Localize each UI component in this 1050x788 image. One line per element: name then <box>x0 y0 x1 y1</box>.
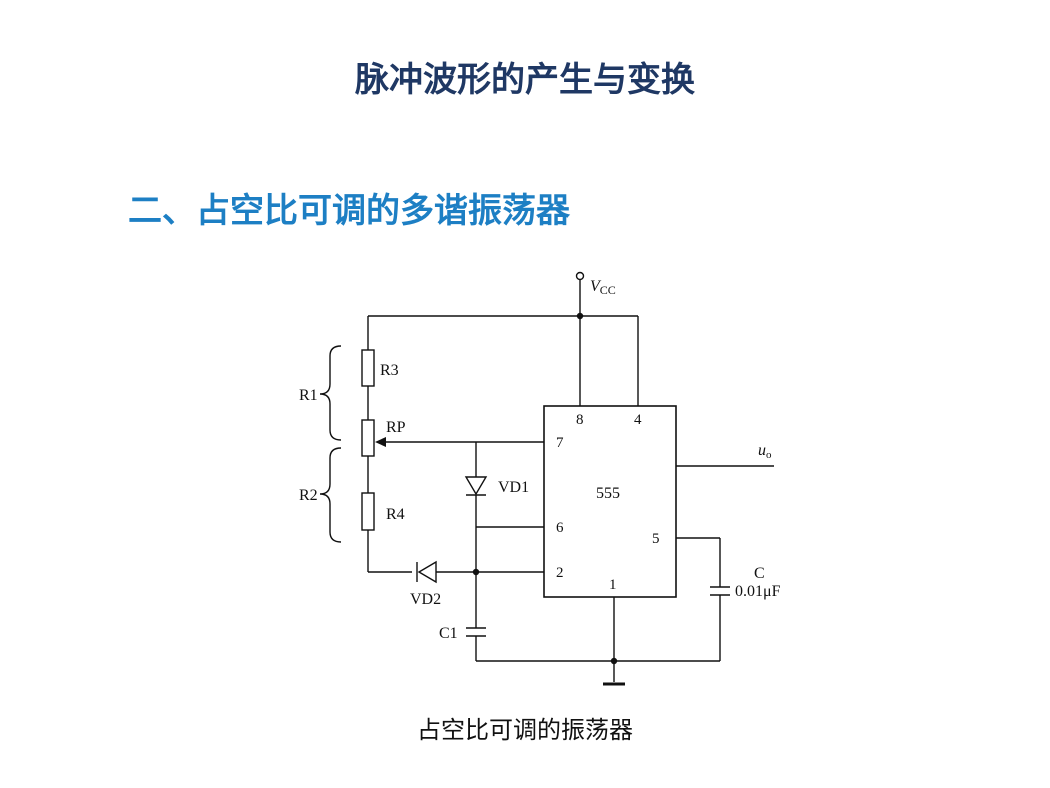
vcc-terminal <box>575 271 585 281</box>
label-c: C <box>754 565 765 582</box>
diode-vd1-triangle <box>464 476 488 496</box>
pin-4-label: 4 <box>634 412 642 428</box>
label-c-value: 0.01μF <box>735 583 781 600</box>
pin-1-label: 1 <box>609 577 617 593</box>
resistor-r4 <box>361 492 375 531</box>
slide-title: 脉冲波形的产生与变换 <box>355 60 695 100</box>
output-label: uo <box>758 442 772 461</box>
chip-555-body <box>543 405 677 598</box>
chip-label: 555 <box>596 485 620 502</box>
brace-r1 <box>319 345 342 441</box>
label-r4: R4 <box>386 506 405 523</box>
pin-5-label: 5 <box>652 531 660 547</box>
pin-2-label: 2 <box>556 565 564 581</box>
brace-r2 <box>319 447 342 543</box>
label-r3: R3 <box>380 362 399 379</box>
label-vd1: VD1 <box>498 479 529 496</box>
junction-ground <box>610 657 618 665</box>
junction-vd2-c1 <box>472 568 480 576</box>
pin-6-label: 6 <box>556 520 564 536</box>
pin-7-label: 7 <box>556 435 564 451</box>
section-subtitle: 二、占空比可调的多谐振荡器 <box>128 191 570 231</box>
label-c1: C1 <box>439 625 458 642</box>
resistor-r3 <box>361 349 375 387</box>
rp-wiper-arrow <box>375 437 386 447</box>
junction-top <box>576 312 584 320</box>
diode-vd2-triangle <box>417 560 437 584</box>
figure-caption: 占空比可调的振荡器 <box>417 716 633 744</box>
label-r1: R1 <box>299 387 318 404</box>
label-vd2: VD2 <box>410 591 441 608</box>
vcc-label: VCC <box>590 278 616 297</box>
potentiometer-rp <box>361 419 375 457</box>
label-rp: RP <box>386 419 406 436</box>
pin-8-label: 8 <box>576 412 584 428</box>
label-r2: R2 <box>299 487 318 504</box>
